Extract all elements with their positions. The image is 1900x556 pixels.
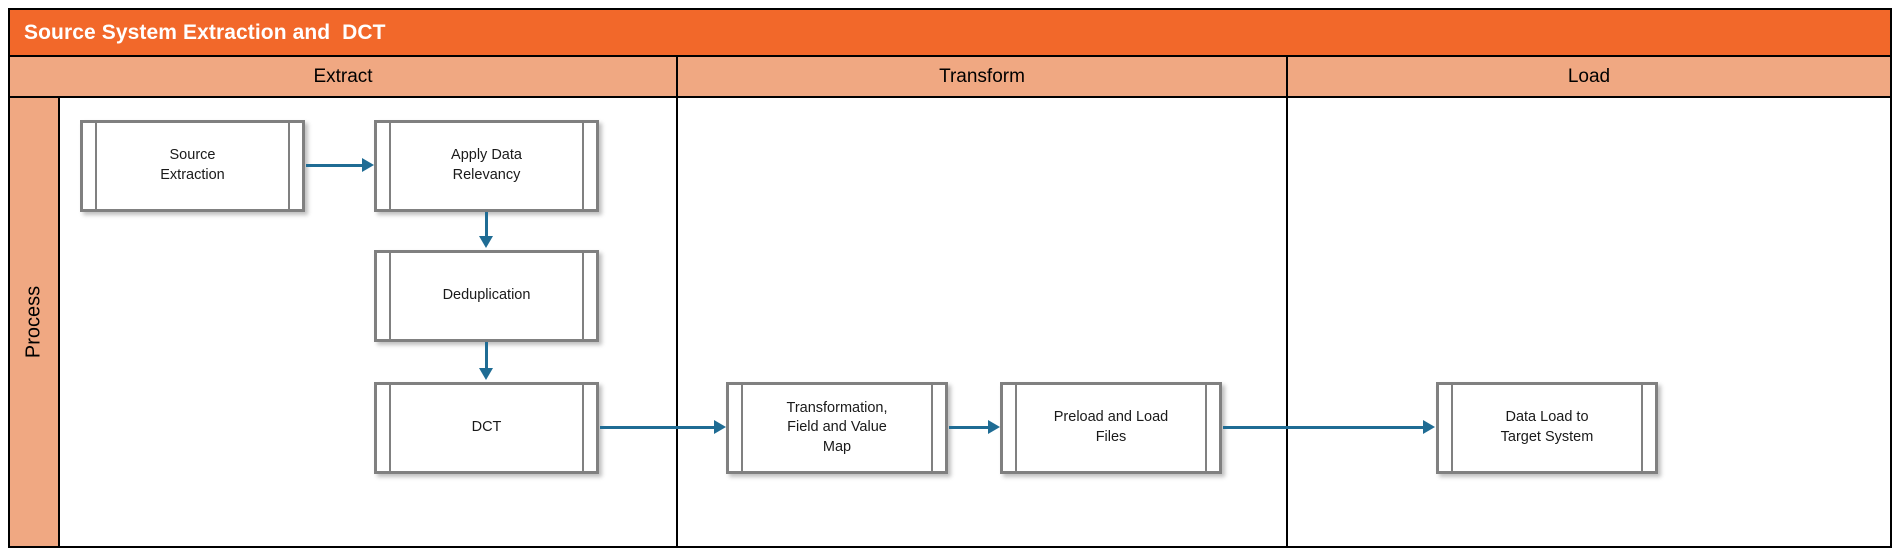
node-label-preload-and-load-files: Preload and Load Files — [1053, 409, 1169, 445]
connector-preload-load-files-to-data-load-target — [1223, 426, 1425, 429]
phase-label-transform: Transform — [939, 65, 1025, 87]
page-title: Source System Extraction and DCT — [24, 20, 386, 44]
swimlane-label-text: Process — [22, 285, 45, 359]
phase-header-row: Extract Transform Load — [10, 57, 1890, 98]
phase-divider-transform-load — [1286, 98, 1288, 546]
arrowhead-dct-to-transformation-map — [714, 420, 726, 434]
swimlane-label-process: Process — [10, 98, 60, 546]
swimlane-canvas: Source Extraction Apply Data Relevancy D… — [60, 98, 1890, 546]
swimlane-row-process: Process Source Extraction Apply Data Rel… — [10, 98, 1890, 546]
node-data-load-to-target-system[interactable]: Data Load to Target System — [1436, 382, 1658, 474]
phase-divider-extract-transform — [676, 98, 678, 546]
connector-source-extraction-to-apply-data-relevancy — [306, 164, 364, 167]
node-apply-data-relevancy[interactable]: Apply Data Relevancy — [374, 120, 599, 212]
node-label-source-extraction: Source Extraction — [160, 147, 225, 183]
node-label-dct: DCT — [471, 419, 502, 436]
node-preload-and-load-files[interactable]: Preload and Load Files — [1000, 382, 1222, 474]
phase-header-extract: Extract — [10, 57, 678, 96]
process-flow-diagram: Source System Extraction and DCT Extract… — [8, 8, 1892, 548]
arrowhead-preload-load-files-to-data-load-target — [1423, 420, 1435, 434]
phase-label-load: Load — [1567, 65, 1611, 87]
node-dct[interactable]: DCT — [374, 382, 599, 474]
arrowhead-transformation-map-to-preload-load-files — [988, 420, 1000, 434]
phase-header-transform: Transform — [678, 57, 1288, 96]
connector-transformation-map-to-preload-load-files — [949, 426, 990, 429]
node-transformation-field-value-map[interactable]: Transformation, Field and Value Map — [726, 382, 948, 474]
node-deduplication[interactable]: Deduplication — [374, 250, 599, 342]
arrowhead-source-extraction-to-apply-data-relevancy — [362, 158, 374, 172]
phase-label-extract: Extract — [313, 65, 373, 87]
node-label-deduplication: Deduplication — [442, 287, 531, 304]
node-label-transformation-field-value-map: Transformation, Field and Value Map — [786, 399, 888, 455]
connector-deduplication-to-dct — [485, 342, 488, 370]
diagram-title-bar: Source System Extraction and DCT — [10, 10, 1890, 57]
arrowhead-apply-data-relevancy-to-deduplication — [479, 236, 493, 248]
connector-apply-data-relevancy-to-deduplication — [485, 212, 488, 238]
node-label-apply-data-relevancy: Apply Data Relevancy — [451, 147, 522, 183]
arrowhead-deduplication-to-dct — [479, 368, 493, 380]
phase-header-load: Load — [1288, 57, 1890, 96]
connector-dct-to-transformation-map — [600, 426, 716, 429]
node-label-data-load-to-target-system: Data Load to Target System — [1500, 409, 1594, 445]
node-source-extraction[interactable]: Source Extraction — [80, 120, 305, 212]
